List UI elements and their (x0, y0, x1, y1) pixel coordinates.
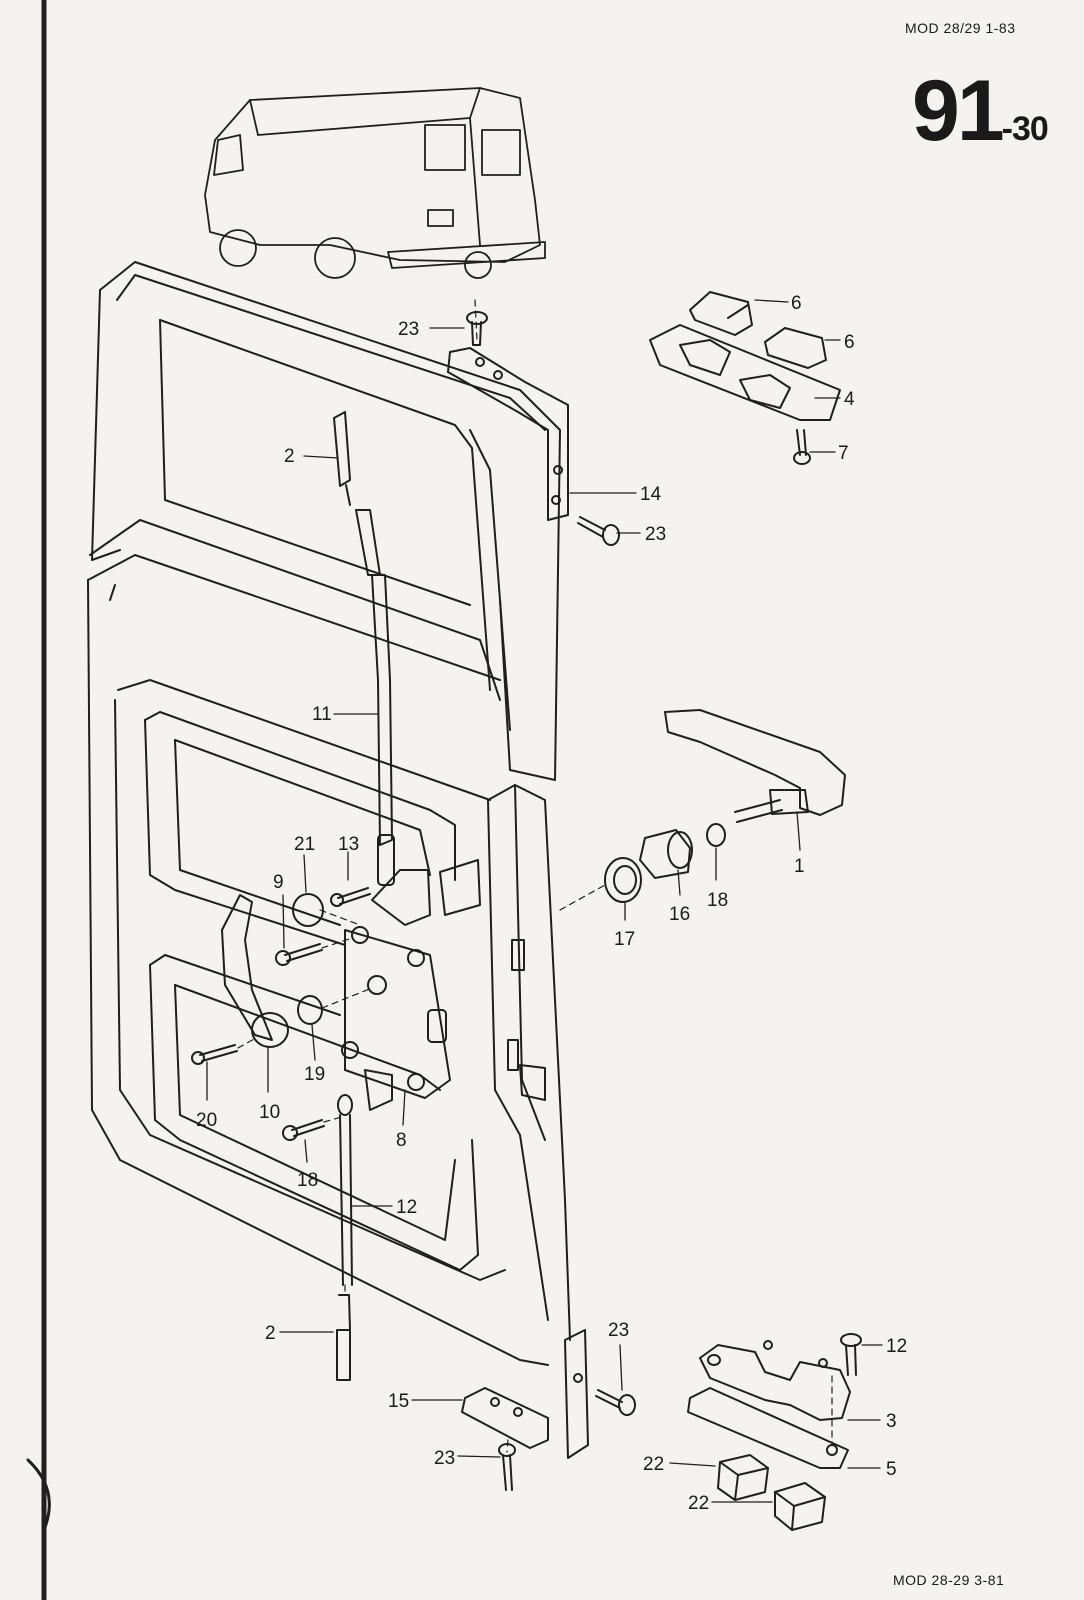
callout-11: 11 (312, 704, 332, 725)
seal-ring-part-18-handle (706, 823, 726, 847)
alignment-lines (237, 299, 833, 1453)
outside-handle-part-1 (664, 709, 846, 823)
callout-19: 19 (304, 1064, 325, 1085)
callout-22-b: 22 (688, 1493, 709, 1514)
rod-end-part-2-bottom (336, 1294, 351, 1381)
callout-23-mid: 23 (645, 524, 666, 545)
section-number: 91-30 (912, 62, 1049, 161)
screw-part-23-top (466, 311, 488, 346)
callout-4: 4 (844, 389, 855, 410)
callout-6-a: 6 (791, 293, 802, 314)
callout-7: 7 (838, 443, 849, 464)
rubber-block-part-22-a (717, 1454, 769, 1501)
door-edge-pillar (439, 784, 571, 1341)
striker-bracket-part-3 (699, 1340, 851, 1421)
callout-1: 1 (794, 856, 805, 877)
rubber-buffer-part-6-a (689, 291, 753, 336)
callout-13: 13 (338, 834, 359, 855)
bolt-part-20 (191, 1044, 238, 1065)
callout-17: 17 (614, 929, 635, 950)
callout-10: 10 (259, 1102, 280, 1123)
callout-23-hinge: 23 (608, 1320, 629, 1341)
lock-rod-part-11 (355, 509, 395, 886)
callout-12-rod: 12 (396, 1197, 417, 1218)
callout-20: 20 (196, 1110, 217, 1131)
plug-part-21 (292, 893, 324, 927)
lower-hinge-part-15 (461, 1329, 589, 1459)
lock-rod-part-12 (337, 1094, 353, 1286)
callout-23-bottom: 23 (434, 1448, 455, 1469)
screw-part-23-mid (577, 516, 620, 546)
screw-part-18-lower (282, 1119, 325, 1141)
screw-part-9 (275, 943, 323, 966)
callout-5: 5 (886, 1459, 897, 1480)
rod-end-part-2-top (333, 411, 351, 506)
model-code-bottom: MOD 28-29 3-81 (893, 1572, 1005, 1588)
screw-part-13 (330, 887, 371, 907)
callout-15: 15 (388, 1391, 409, 1412)
door-lock-part-8 (341, 869, 451, 1111)
callout-23-top: 23 (398, 319, 419, 340)
callout-3: 3 (886, 1411, 897, 1432)
bushing-part-16 (639, 829, 693, 879)
upper-hinge-part-14 (447, 347, 569, 521)
screw-part-7 (793, 429, 811, 465)
callout-12-screw: 12 (886, 1336, 907, 1357)
screw-part-23-bottom (498, 1443, 516, 1491)
section-minor: -30 (1001, 110, 1049, 148)
callout-9: 9 (273, 872, 284, 893)
binding-hole-mark (26, 1458, 51, 1532)
callout-16: 16 (669, 904, 690, 925)
seal-ring-part-17 (604, 857, 642, 903)
door-panel-lower (87, 579, 549, 1366)
striker-plate-upper (649, 324, 841, 421)
inside-lever-part-10 (221, 894, 289, 1048)
callout-18-lower: 18 (297, 1170, 318, 1191)
door-frame-upper (87, 261, 561, 781)
callout-8: 8 (396, 1130, 407, 1151)
callout-14: 14 (640, 484, 662, 505)
section-major: 91 (912, 63, 1005, 159)
callout-6-b: 6 (844, 332, 855, 353)
callout-labels: 23 6 6 4 7 2 14 23 11 1 21 13 9 18 16 17… (196, 293, 907, 1514)
screw-part-12-striker (840, 1333, 862, 1376)
callout-22-a: 22 (643, 1454, 664, 1475)
callout-21: 21 (294, 834, 315, 855)
rubber-buffer-part-6-b (764, 327, 827, 369)
callout-2-bottom: 2 (265, 1323, 276, 1344)
callout-18-handle: 18 (707, 890, 728, 911)
leader-lines (206, 299, 883, 1503)
rubber-block-part-22-b (774, 1482, 826, 1531)
washer-part-19 (297, 995, 323, 1025)
screw-part-23-hinge (595, 1389, 636, 1416)
callout-2-top: 2 (284, 446, 295, 467)
model-code-top: MOD 28/29 1-83 (905, 20, 1016, 36)
van-illustration (204, 87, 546, 279)
